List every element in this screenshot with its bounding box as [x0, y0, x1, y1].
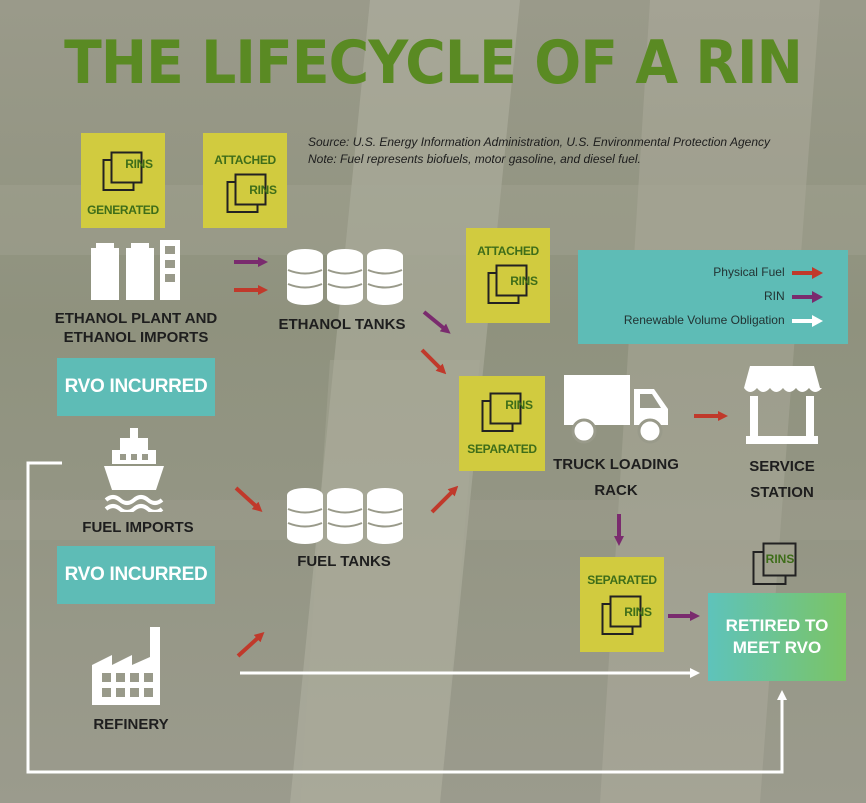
fuel-imports-label: FUEL IMPORTS	[82, 519, 194, 536]
ethanol-tanks-icon	[287, 249, 403, 305]
truck-rack-label: TRUCK LOADING RACK	[553, 456, 679, 499]
legend: Physical Fuel RIN Renewable Volume Oblig…	[578, 250, 848, 344]
legend-physical-fuel-label: Physical Fuel	[713, 265, 785, 279]
red-arrow-icon	[792, 266, 823, 279]
rins-label: RINS	[125, 157, 153, 171]
status-generated: GENERATED	[87, 203, 159, 217]
rins-icon	[487, 264, 528, 304]
service-station-label: SERVICE STATION	[749, 458, 815, 501]
legend-rvo: Renewable Volume Obligation	[624, 313, 824, 327]
ethanol-plant-icon	[91, 240, 180, 300]
status-separated: SEPARATED	[467, 442, 537, 456]
white-arrow-icon	[792, 314, 823, 327]
rins-separated-box-2: SEPARATED RINS	[580, 557, 664, 652]
status-attached: ATTACHED	[214, 153, 276, 167]
retired-to-meet-rvo: RETIRED TO MEET RVO	[708, 593, 846, 681]
legend-rin-label: RIN	[763, 289, 785, 303]
ethanol-plant-label: ETHANOL PLANT AND ETHANOL IMPORTS	[54, 310, 218, 346]
rins-icon	[102, 151, 143, 191]
purple-arrow-icon	[792, 290, 823, 303]
status-attached: ATTACHED	[477, 244, 539, 258]
fuel-tanks-icon	[287, 488, 403, 544]
rins-icon	[226, 173, 267, 213]
page-title: THE LIFECYCLE OF A RIN	[64, 28, 803, 98]
ethanol-tanks-label: ETHANOL TANKS	[278, 316, 406, 333]
status-separated: SEPARATED	[587, 573, 657, 587]
rins-label: RINS	[765, 552, 795, 566]
rins-attached-box-2: ATTACHED RINS	[466, 228, 550, 323]
source-line: Source: U.S. Energy Information Administ…	[308, 135, 770, 149]
retired-rins: RINS	[752, 542, 800, 586]
rins-label: RINS	[510, 274, 538, 288]
legend-rin: RIN	[764, 289, 824, 303]
rins-attached-box-1: ATTACHED RINS	[203, 133, 287, 228]
refinery-label: REFINERY	[93, 716, 169, 733]
rins-label: RINS	[624, 605, 652, 619]
rins-separated-box-1: RINS SEPARATED	[459, 376, 545, 471]
legend-physical-fuel: Physical Fuel	[713, 265, 824, 279]
rins-label: RINS	[505, 398, 533, 412]
rins-icon	[481, 392, 522, 432]
refinery-icon	[92, 627, 160, 705]
service-station-icon	[744, 366, 822, 444]
rvo-incurred-badge-1: RVO INCURRED	[57, 358, 215, 416]
legend-rvo-label: Renewable Volume Obligation	[623, 313, 785, 327]
rins-generated-box: RINS GENERATED	[81, 133, 165, 228]
fuel-tanks-label: FUEL TANKS	[297, 553, 391, 570]
source-note: Source: U.S. Energy Information Administ…	[308, 134, 858, 168]
note-line: Note: Fuel represents biofuels, motor ga…	[308, 152, 641, 166]
truck-icon	[564, 375, 668, 444]
ship-icon	[104, 428, 164, 512]
rins-label: RINS	[249, 183, 277, 197]
rvo-incurred-badge-2: RVO INCURRED	[57, 546, 215, 604]
